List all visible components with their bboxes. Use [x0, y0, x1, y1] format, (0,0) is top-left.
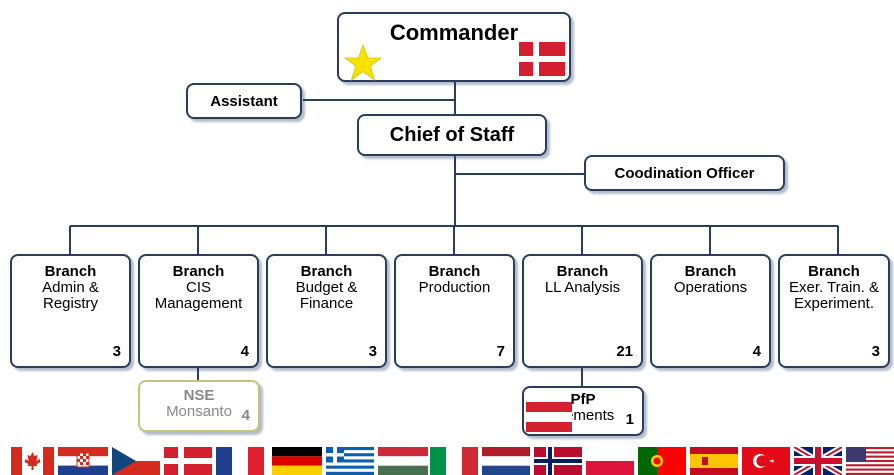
czech-republic-flag-icon — [112, 447, 160, 475]
branch-name-line1: Operations — [673, 279, 748, 296]
united-states-flag-icon — [846, 447, 894, 475]
germany-flag-icon — [272, 447, 322, 475]
pfp-count: 1 — [625, 411, 634, 428]
branch-kind: Branch — [556, 263, 609, 280]
norway-flag-icon — [534, 447, 582, 475]
nse-monsanto-box: NSE Monsanto 4 — [138, 380, 260, 432]
branch-operations: Branch Operations 4 — [650, 254, 771, 368]
spain-flag-icon — [690, 447, 738, 475]
branch-name-line1: CIS — [185, 279, 211, 296]
nse-kind: NSE — [183, 387, 215, 404]
commander-title: Commander — [389, 20, 519, 45]
branch-count: 7 — [496, 343, 505, 360]
commander-box: Commander — [337, 12, 571, 82]
branch-name-line1: Production — [418, 279, 491, 296]
france-flag-icon — [216, 447, 264, 475]
austria-flag-icon — [526, 402, 572, 432]
branch-name-line2: Management — [154, 295, 243, 312]
branch-name-line1: Exer. Train. & — [788, 279, 880, 296]
denmark-flag-icon — [164, 447, 212, 475]
chief-of-staff-box: Chief of Staff — [357, 114, 547, 156]
branch-count: 21 — [616, 343, 633, 360]
branch-admin-registry: Branch Admin & Registry 3 — [10, 254, 131, 368]
branch-ll-analysis: Branch LL Analysis 21 — [522, 254, 643, 368]
canada-flag-icon — [11, 447, 54, 475]
poland-flag-icon — [586, 447, 634, 475]
branch-count: 4 — [240, 343, 249, 360]
nse-count: 4 — [241, 407, 250, 424]
assistant-box: Assistant — [186, 83, 302, 119]
hungary-flag-icon — [378, 447, 428, 475]
assistant-label: Assistant — [210, 92, 278, 110]
coordination-officer-label: Coodination Officer — [614, 164, 755, 182]
branch-count: 3 — [871, 343, 880, 360]
united-kingdom-flag-icon — [794, 447, 842, 475]
branch-kind: Branch — [300, 263, 353, 280]
branch-kind: Branch — [428, 263, 481, 280]
portugal-flag-icon — [638, 447, 686, 475]
greece-flag-icon — [326, 447, 374, 475]
branch-count: 3 — [112, 343, 121, 360]
branch-kind: Branch — [44, 263, 97, 280]
branch-name-line2: Experiment. — [793, 295, 875, 312]
turkey-flag-icon — [742, 447, 790, 475]
pfp-elements-box: PfP Elements 1 — [522, 386, 644, 436]
chief-of-staff-label: Chief of Staff — [389, 123, 515, 146]
italy-flag-icon — [430, 447, 478, 475]
nato-star-icon — [343, 44, 383, 82]
pfp-kind: PfP — [570, 391, 596, 408]
branch-name-line2: Registry — [42, 295, 98, 312]
branch-cis-management: Branch CIS Management 4 — [138, 254, 259, 368]
branch-name-line1: LL Analysis — [544, 279, 621, 296]
branch-name-line1: Admin & — [42, 279, 99, 296]
coordination-officer-box: Coodination Officer — [584, 155, 785, 191]
branch-kind: Branch — [172, 263, 225, 280]
croatia-flag-icon — [58, 447, 108, 475]
branch-kind: Branch — [808, 263, 860, 280]
branch-exercise-training: Branch Exer. Train. & Experiment. 3 — [778, 254, 890, 368]
nse-name: Monsanto — [166, 403, 232, 420]
denmark-flag-icon — [519, 42, 565, 76]
branch-kind: Branch — [684, 263, 737, 280]
branch-count: 3 — [368, 343, 377, 360]
branch-count: 4 — [752, 343, 761, 360]
branch-budget-finance: Branch Budget & Finance 3 — [266, 254, 387, 368]
branch-production: Branch Production 7 — [394, 254, 515, 368]
nation-flags-row — [0, 447, 894, 475]
branch-name-line1: Budget & — [295, 279, 358, 296]
branch-name-line2: Finance — [299, 295, 354, 312]
netherlands-flag-icon — [482, 447, 530, 475]
